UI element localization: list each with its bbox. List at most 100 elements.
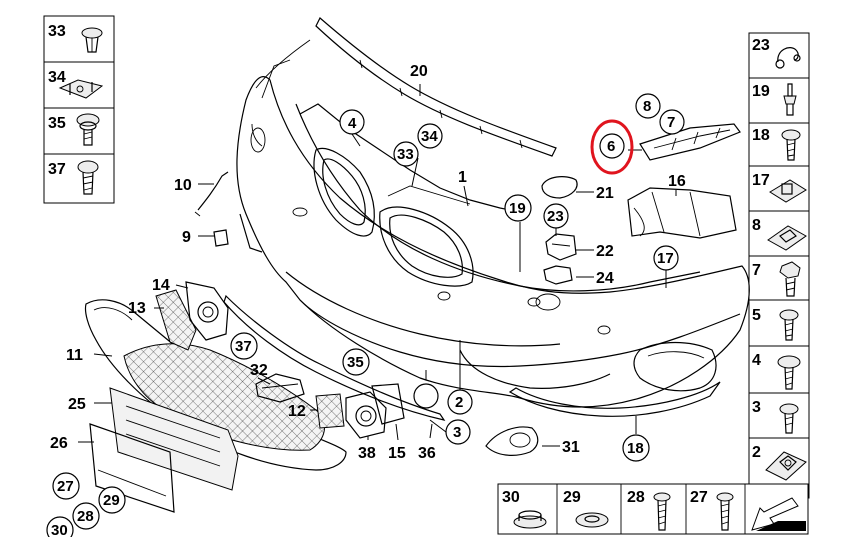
- screw-icon: [781, 129, 801, 161]
- callout-circle-34: [417, 123, 443, 149]
- washer-icon: [575, 512, 609, 528]
- pin-icon: [783, 83, 797, 116]
- legend-label-27: 27: [690, 489, 708, 506]
- callout-33: 33: [397, 146, 414, 163]
- callout-3: 3: [453, 424, 461, 441]
- callout-circle-35: [342, 348, 370, 376]
- right-legend-panel: 23 19 18 17 8 7 5 4 3 2: [748, 32, 810, 499]
- legend-label-29: 29: [563, 489, 581, 506]
- callout-31: 31: [562, 439, 580, 456]
- callout-30: 30: [51, 522, 68, 537]
- mesh-insert-13: [155, 289, 197, 351]
- callout-29: 29: [103, 492, 120, 509]
- cap-9: [213, 229, 229, 247]
- callout-32: 32: [250, 362, 268, 379]
- callout-25: 25: [68, 396, 86, 413]
- legend-label-17: 17: [752, 172, 770, 189]
- callout-circle-2: [447, 389, 473, 415]
- legend-label-3: 3: [752, 399, 761, 416]
- callout-circle-4: [339, 109, 365, 135]
- expanding-rivet-icon: [81, 27, 103, 53]
- clip-nut-icon: [58, 79, 104, 99]
- trim-strip-37: [223, 294, 446, 421]
- callout-22: 22: [596, 243, 614, 260]
- mesh-insert-12: [315, 393, 345, 429]
- wire-clip-icon: [775, 47, 801, 69]
- callout-1: 1: [458, 169, 467, 186]
- callout-37: 37: [235, 338, 252, 355]
- callout-14: 14: [152, 277, 170, 294]
- callout-circle-3: [445, 419, 471, 445]
- kidney-opening-right: [379, 206, 474, 287]
- callout-13: 13: [128, 300, 146, 317]
- callout-8: 8: [643, 98, 651, 115]
- legend-label-33: 33: [48, 23, 66, 40]
- screw-washer-icon: [76, 113, 100, 146]
- callout-36: 36: [418, 445, 436, 462]
- highlight-ring: [590, 119, 634, 175]
- upper-trim-strip: [315, 17, 557, 157]
- callout-circle-23: [543, 203, 569, 229]
- callout-17: 17: [657, 250, 674, 267]
- legend-label-19: 19: [752, 83, 770, 100]
- callout-27: 27: [57, 478, 74, 495]
- direction-arrow-icon: [751, 497, 806, 531]
- callout-7: 7: [667, 114, 675, 131]
- fog-housing-right: [345, 391, 387, 439]
- callout-circle-8: [635, 93, 661, 119]
- screw-icon: [77, 160, 99, 195]
- callout-circle-6: [599, 133, 625, 159]
- callout-15: 15: [388, 445, 406, 462]
- callout-circle-28: [72, 502, 100, 530]
- legend-label-5: 5: [752, 307, 761, 324]
- screw-icon: [779, 309, 799, 341]
- callout-9: 9: [182, 229, 191, 246]
- legend-label-28: 28: [627, 489, 645, 506]
- callout-26: 26: [50, 435, 68, 452]
- screw-icon: [653, 492, 671, 531]
- screw-icon: [716, 492, 734, 531]
- bracket-24: [543, 265, 573, 285]
- legend-label-2: 2: [752, 444, 761, 461]
- callout-10: 10: [174, 177, 192, 194]
- callout-20: 20: [410, 63, 428, 80]
- callout-24: 24: [596, 270, 614, 287]
- callout-circle-29: [98, 486, 126, 514]
- legend-label-8: 8: [752, 217, 761, 234]
- spring-clip-icon: [765, 451, 807, 481]
- legend-label-18: 18: [752, 127, 770, 144]
- callout-16: 16: [668, 173, 686, 190]
- callouts: 20 4 34 33 1 19 21 23 22 24 8 7 6 16 17 …: [46, 63, 686, 537]
- legend-label-35: 35: [48, 115, 66, 132]
- legend-label-34: 34: [48, 69, 66, 86]
- screw-washer-icon: [777, 355, 801, 390]
- bracket-22: [545, 233, 577, 261]
- license-plate-holder: [89, 423, 175, 513]
- callout-circle-17: [653, 245, 679, 271]
- callout-34: 34: [421, 128, 438, 145]
- fog-housing-left: [185, 281, 229, 341]
- spring-clip-icon: [767, 225, 807, 251]
- legend-label-37: 37: [48, 161, 66, 178]
- clip-nut-icon: [769, 179, 807, 203]
- side-bracket: [639, 123, 741, 161]
- callout-circle-30: [46, 516, 74, 537]
- callout-circle-33: [393, 141, 419, 167]
- lower-spoiler: [508, 381, 721, 417]
- bumper-assembly-drawing: [84, 17, 750, 513]
- bottom-legend-panel: 30 29 28 27: [497, 483, 809, 535]
- callout-28: 28: [77, 508, 94, 525]
- left-legend-panel: 33 34 35 37: [43, 15, 115, 204]
- legend-label-30: 30: [502, 489, 520, 506]
- hex-bolt-icon: [779, 261, 801, 297]
- license-bracket: [109, 387, 239, 491]
- legend-label-4: 4: [752, 352, 761, 369]
- callout-4: 4: [348, 115, 357, 132]
- callout-21: 21: [596, 185, 614, 202]
- legend-label-7: 7: [752, 262, 761, 279]
- washer-cover: [541, 176, 578, 199]
- bracket-15: [371, 383, 405, 425]
- callout-11: 11: [66, 347, 83, 364]
- kidney-opening-left: [313, 147, 375, 237]
